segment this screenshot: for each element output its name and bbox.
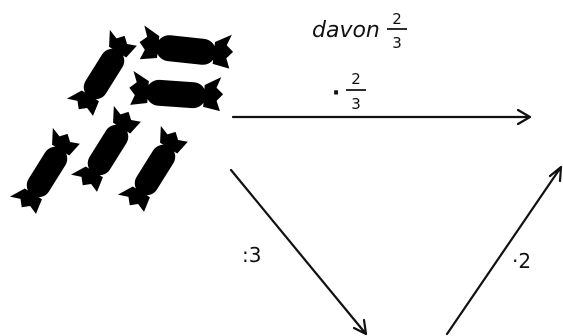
top-arrow-denominator: 3 <box>351 95 361 113</box>
right-arrow <box>445 165 563 336</box>
right-arrow-label: ·2 <box>512 249 531 273</box>
top-arrow-numerator: 2 <box>351 70 361 88</box>
top-arrow <box>231 108 532 126</box>
candy-icon <box>137 25 235 69</box>
candy-icon <box>8 125 81 216</box>
header-fraction-numerator: 2 <box>392 10 402 28</box>
header-fraction-denominator: 3 <box>392 34 402 52</box>
candy-group <box>8 25 235 216</box>
left-arrow-label: :3 <box>242 243 261 267</box>
left-arrow <box>229 168 368 336</box>
candy-icon <box>65 27 138 118</box>
candy-icon <box>128 70 225 112</box>
header-text: davon <box>312 18 380 43</box>
top-arrow-operator: · <box>332 81 340 106</box>
candy-icon <box>69 103 142 194</box>
